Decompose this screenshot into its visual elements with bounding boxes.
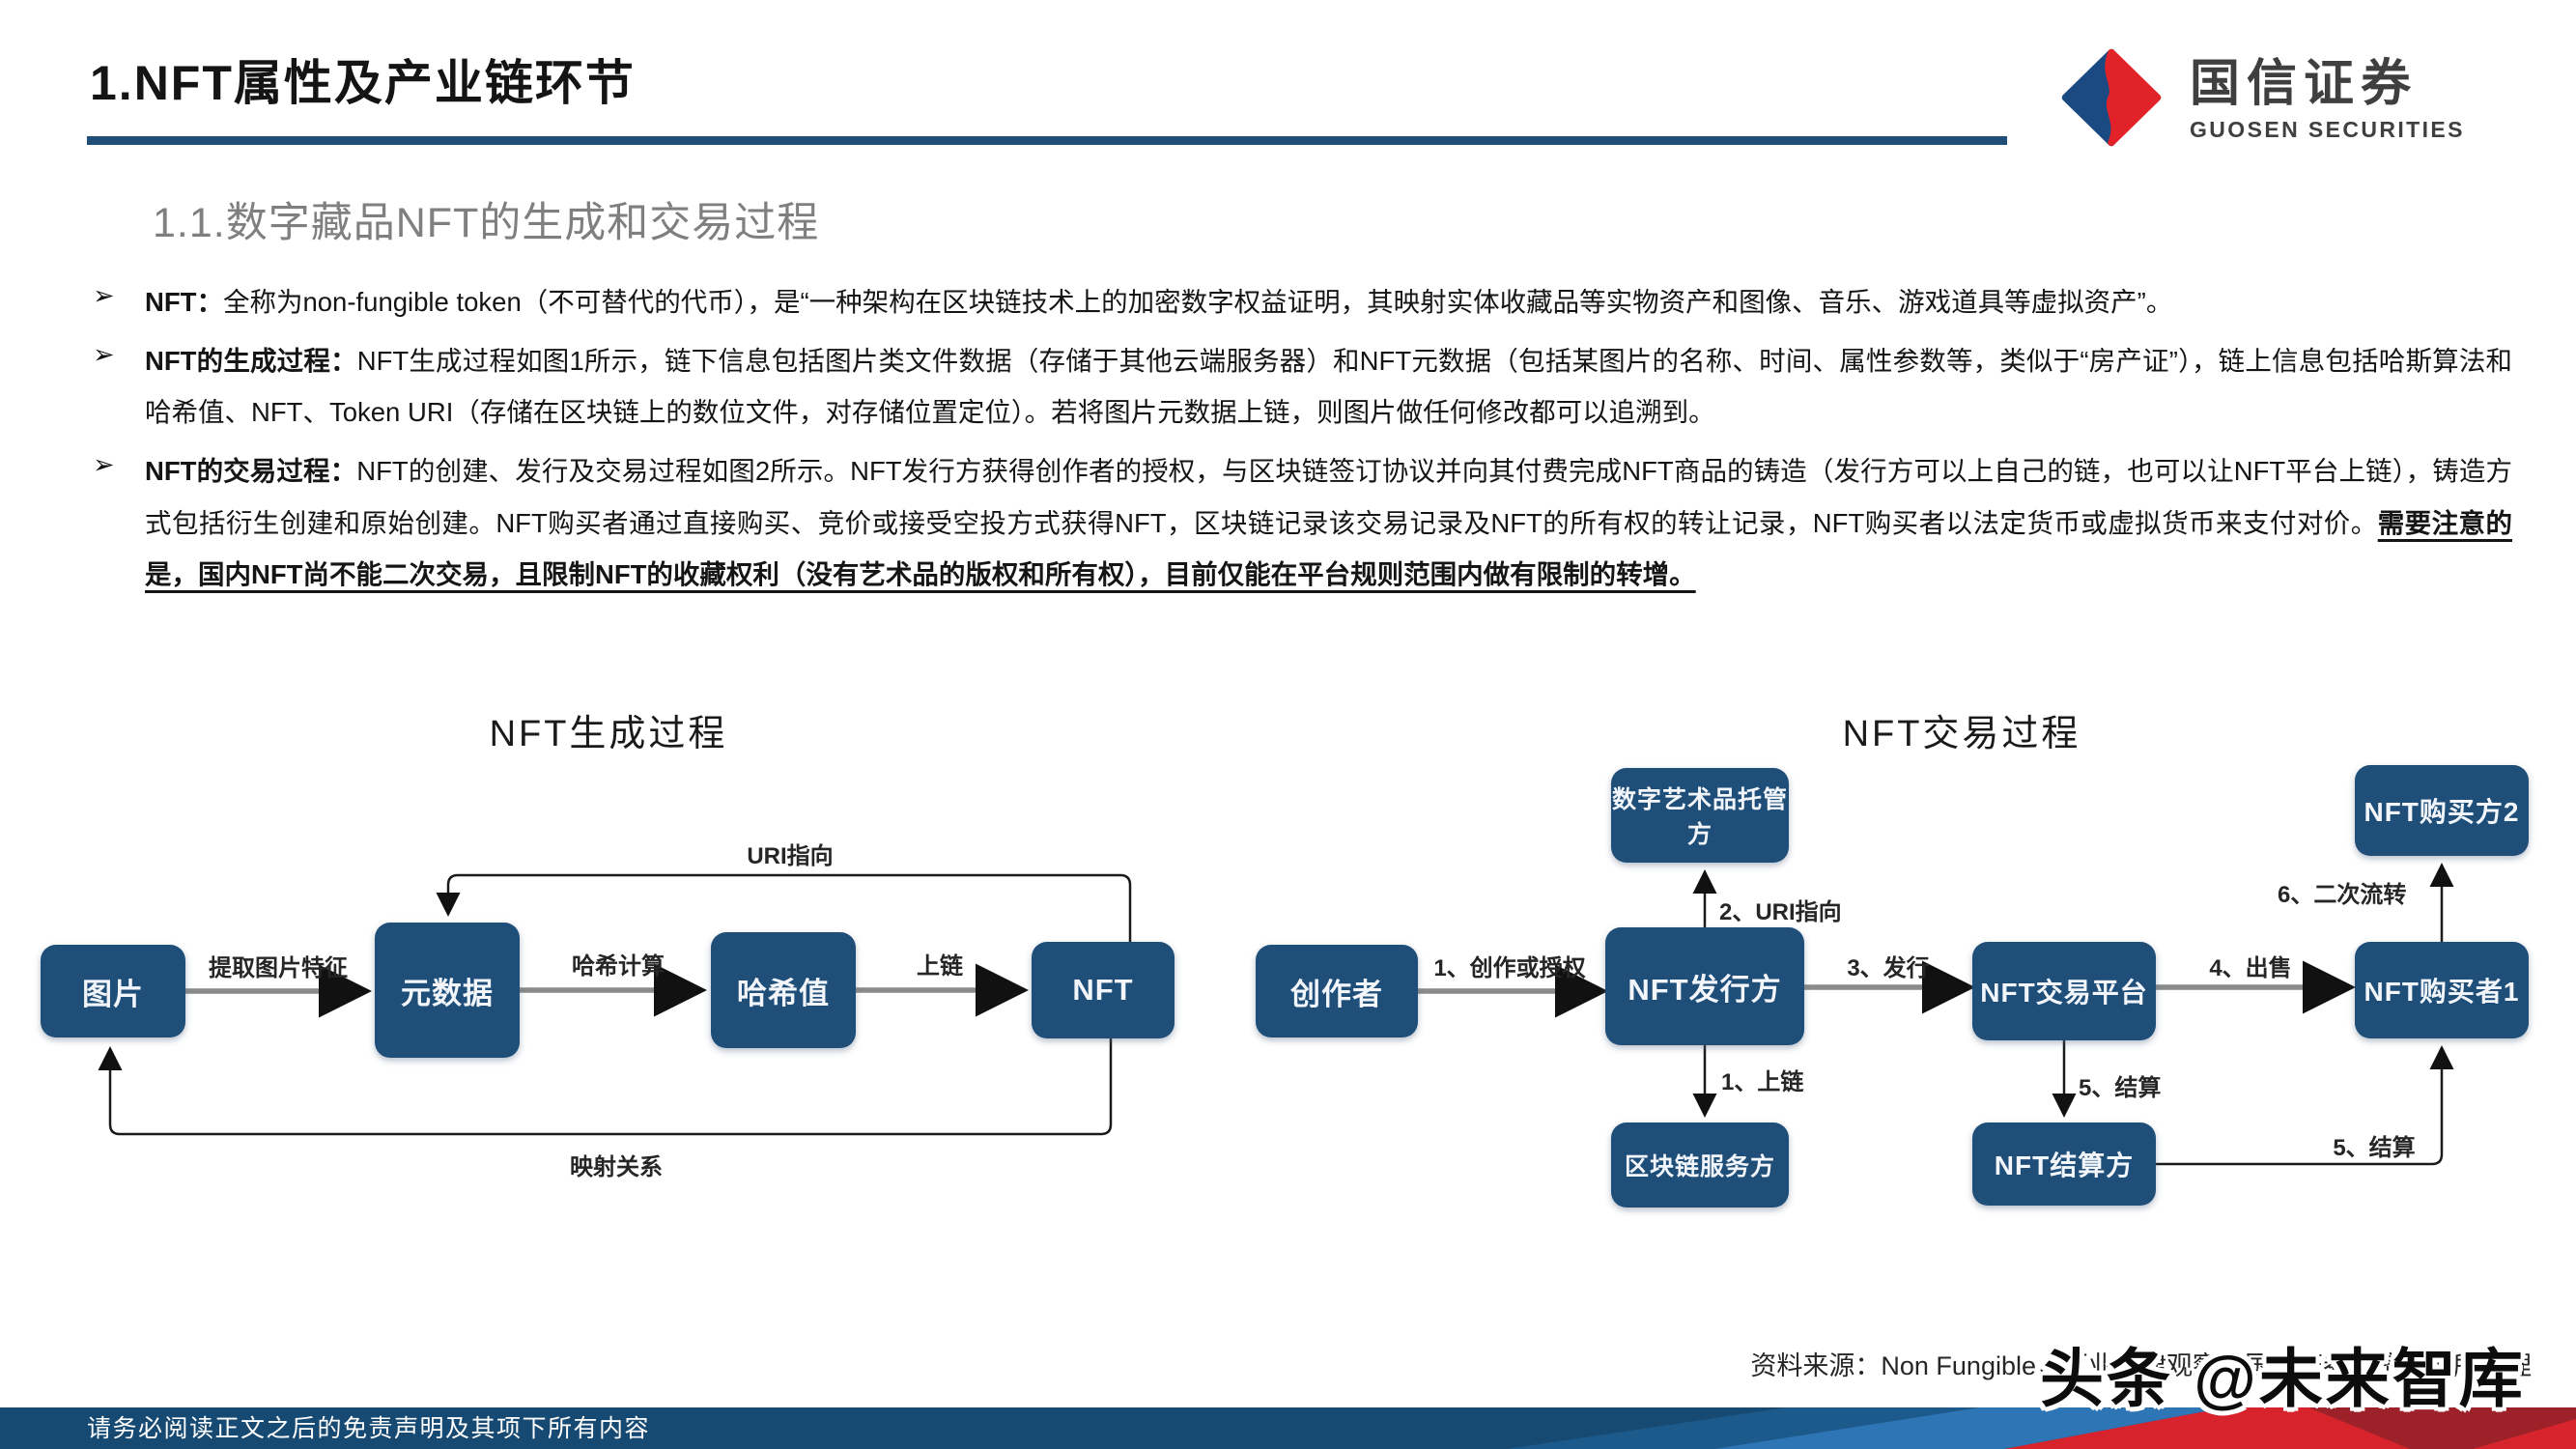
fig2-edge-label-issue: 3、发行: [1847, 955, 1930, 981]
bullet-emphasis: 需要注意的是，国内NFT尚不能二次交易，且限制NFT的收藏权利（没有艺术品的版权…: [145, 507, 2512, 590]
title-divider: [87, 136, 2007, 145]
logo-name-en: GUOSEN SECURITIES: [2190, 116, 2465, 142]
bullet-label: NFT的生成过程：: [145, 345, 357, 376]
fig1-node-hash-value: 哈希值: [711, 932, 856, 1048]
figure-nft-generation: NFT生成过程 图片 元数据 哈希值 NFT 提取图片特征 哈希计算 上链 UR…: [0, 696, 1217, 1217]
disclaimer-text: 请务必阅读正文之后的免责声明及其项下所有内容: [87, 1415, 651, 1442]
fig1-node-nft: NFT: [1032, 942, 1175, 1038]
fig1-edge-label-uri-points-to: URI指向: [747, 843, 834, 869]
figure2-connectors: [1418, 863, 2454, 1166]
bullet-item-nft-generation: ➢ NFT的生成过程：NFT生成过程如图1所示，链下信息包括图片类文件数据（存储…: [93, 335, 2512, 439]
bullet-item-nft-trading: ➢ NFT的交易过程：NFT的创建、发行及交易过程如图2所示。NFT发行方获得创…: [93, 445, 2512, 601]
guosen-logo-text: 国信证券 GUOSEN SECURITIES: [2190, 57, 2465, 142]
figure2-title: NFT交易过程: [1842, 714, 2081, 754]
bullet-arrow-icon: ➢: [93, 281, 115, 310]
footer-band-graphic: [0, 1407, 2576, 1449]
logo-name-cn: 国信证券: [2190, 56, 2419, 113]
bullet-list: ➢ NFT：全称为non-fungible token（不可替代的代币），是“一…: [93, 276, 2512, 608]
fig2-edge-label-settle-platform: 5、结算: [2079, 1075, 2162, 1101]
fig2-edge-label-create-or-authorize: 1、创作或授权: [1433, 955, 1586, 981]
fig2-edge-label-secondary-transfer: 6、二次流转: [2278, 882, 2407, 908]
bullet-item-nft-definition: ➢ NFT：全称为non-fungible token（不可替代的代币），是“一…: [93, 276, 2512, 328]
fig2-node-nft-issuer: NFT发行方: [1605, 927, 1804, 1045]
fig2-edge-label-on-chain: 1、上链: [1721, 1069, 1804, 1095]
bullet-text: 全称为non-fungible token（不可替代的代币），是“一种架构在区块…: [222, 287, 2173, 317]
fig2-node-nft-trading-platform: NFT交易平台: [1972, 942, 2156, 1040]
bullet-label: NFT的交易过程：: [145, 455, 357, 486]
figure1-connectors: [98, 873, 1132, 1136]
fig2-edge-label-uri-points-to: 2、URI指向: [1719, 899, 1842, 925]
bullet-arrow-icon: ➢: [93, 449, 115, 479]
bullet-arrow-icon: ➢: [93, 339, 115, 369]
section-subtitle: 1.1.数字藏品NFT的生成和交易过程: [153, 200, 820, 246]
fig2-node-digital-art-custodian: 数字艺术品托管方: [1611, 768, 1789, 863]
fig1-edge-label-on-chain: 上链: [917, 953, 963, 980]
guosen-logo: 国信证券 GUOSEN SECURITIES: [2052, 43, 2465, 157]
watermark-text: 头条 @未来智库: [2040, 1343, 2526, 1414]
fig1-edge-label-hash-compute: 哈希计算: [572, 953, 665, 980]
fig2-edge-label-settle-buyer: 5、结算: [2333, 1135, 2416, 1161]
fig1-node-image: 图片: [41, 945, 185, 1037]
footer-band: 请务必阅读正文之后的免责声明及其项下所有内容: [0, 1407, 2576, 1449]
guosen-logo-icon: [2052, 43, 2170, 157]
source-note: 资料来源：Non Fungible，汇业法律观察，国信证券经济研究所整理: [1750, 1351, 2532, 1380]
fig2-node-nft-buyer2: NFT购买方2: [2355, 765, 2529, 856]
bullet-text: NFT的创建、发行及交易过程如图2所示。NFT发行方获得创作者的授权，与区块链签…: [145, 455, 2512, 538]
fig1-edge-label-extract-image-features: 提取图片特征: [209, 955, 348, 981]
fig2-edge-label-sell: 4、出售: [2209, 955, 2292, 981]
bullet-text: NFT生成过程如图1所示，链下信息包括图片类文件数据（存储于其他云端服务器）和N…: [145, 345, 2512, 428]
fig1-node-metadata: 元数据: [375, 923, 520, 1058]
fig2-node-blockchain-service: 区块链服务方: [1611, 1122, 1789, 1208]
figure-nft-trading: NFT交易过程 创作者 NFT发行方 数字艺术品托管方 区块链服务方 NFT交易…: [1236, 696, 2576, 1236]
fig1-edge-label-mapping-relation: 映射关系: [570, 1154, 663, 1180]
fig2-node-creator: 创作者: [1256, 945, 1418, 1037]
bullet-label: NFT：: [145, 287, 223, 317]
fig2-node-nft-buyer1: NFT购买者1: [2355, 942, 2529, 1038]
fig2-node-nft-settlement: NFT结算方: [1972, 1122, 2156, 1206]
figure1-title: NFT生成过程: [489, 714, 728, 754]
page-title: 1.NFT属性及产业链环节: [90, 56, 636, 110]
